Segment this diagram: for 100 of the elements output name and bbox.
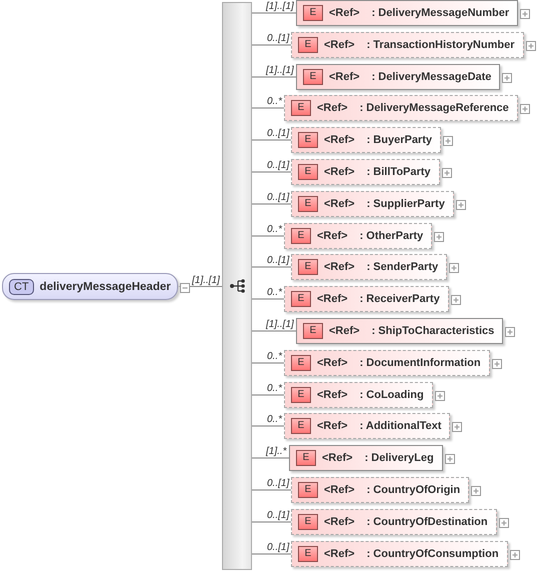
complex-type-box xyxy=(2,273,178,300)
element-name: : CoLoading xyxy=(360,389,424,401)
connector-line xyxy=(252,76,296,78)
element-box xyxy=(284,286,449,312)
element-badge: E xyxy=(291,100,311,116)
ref-label: <Ref> xyxy=(317,389,348,401)
element-badge: E xyxy=(291,418,311,434)
ref-label: <Ref> xyxy=(317,230,348,242)
type-badge: CT xyxy=(9,278,34,294)
ref-label: <Ref> xyxy=(324,134,355,146)
element-badge: E xyxy=(298,37,318,53)
ref-label: <Ref> xyxy=(324,198,355,210)
element-box xyxy=(284,382,433,408)
cardinality-label: 0..[1] xyxy=(266,33,290,44)
element-badge: E xyxy=(291,387,311,403)
element-name: : DocumentInformation xyxy=(360,357,481,369)
element-name: : SupplierParty xyxy=(366,198,445,210)
cardinality-label: 0..* xyxy=(266,414,284,425)
element-name: : DeliveryLeg xyxy=(364,452,434,464)
connector-line xyxy=(177,286,222,287)
element-badge: E xyxy=(303,323,323,339)
ref-label: <Ref> xyxy=(322,452,353,464)
element-box xyxy=(291,541,508,567)
element-badge: E xyxy=(298,546,318,562)
element-badge: E xyxy=(291,291,311,307)
element-box xyxy=(296,318,504,344)
cardinality-label: 0..* xyxy=(266,383,284,394)
cardinality-label: 0..* xyxy=(266,287,284,298)
element-badge: E xyxy=(291,355,311,371)
cardinality-label: [1]..[1] xyxy=(265,319,295,330)
element-badge: E xyxy=(298,196,318,212)
element-name: : DeliveryMessageDate xyxy=(372,71,492,83)
ref-label: <Ref> xyxy=(329,325,360,337)
element-box xyxy=(296,64,500,90)
element-box xyxy=(291,254,448,280)
element-badge: E xyxy=(303,69,323,85)
cardinality-label: 0..* xyxy=(266,351,284,362)
connector-line xyxy=(252,330,296,332)
element-badge: E xyxy=(296,450,316,466)
element-name: : CountryOfConsumption xyxy=(366,548,499,560)
element-name: : ShipToCharacteristics xyxy=(372,325,494,337)
ref-label: <Ref> xyxy=(324,516,355,528)
element-badge: E xyxy=(298,132,318,148)
element-box xyxy=(284,95,518,121)
cardinality-label: 0..[1] xyxy=(266,542,290,553)
cardinality-label: 0..[1] xyxy=(266,255,290,266)
element-box xyxy=(289,445,443,471)
element-name: : TransactionHistoryNumber xyxy=(366,39,514,51)
sequence-bar xyxy=(222,2,252,570)
element-box xyxy=(291,191,454,217)
element-box xyxy=(284,413,450,439)
connector-line xyxy=(252,394,284,396)
cardinality-label: 0..[1] xyxy=(266,192,290,203)
ref-label: <Ref> xyxy=(329,71,360,83)
element-box xyxy=(291,509,497,535)
element-badge: E xyxy=(298,259,318,275)
connector-line xyxy=(252,12,296,14)
element-badge: E xyxy=(298,164,318,180)
element-box xyxy=(284,223,432,249)
element-box xyxy=(284,350,490,376)
element-box xyxy=(291,127,441,153)
ref-label: <Ref> xyxy=(317,357,348,369)
element-name: : BuyerParty xyxy=(366,134,432,146)
cardinality-label: [1]..[1] xyxy=(191,274,221,286)
element-box xyxy=(291,159,440,185)
cardinality-label: [1]..[1] xyxy=(265,65,295,76)
cardinality-label: 0..* xyxy=(266,224,284,235)
element-name: : SenderParty xyxy=(366,261,438,273)
element-badge: E xyxy=(298,514,318,530)
type-name: deliveryMessageHeader xyxy=(40,280,171,292)
element-badge: E xyxy=(291,228,311,244)
connector-line xyxy=(252,298,284,300)
element-name: : AdditionalText xyxy=(360,420,442,432)
element-name: : DeliveryMessageNumber xyxy=(372,7,510,19)
element-name: : DeliveryMessageReference xyxy=(360,102,509,114)
element-name: : ReceiverParty xyxy=(360,293,440,305)
cardinality-label: 0..* xyxy=(266,96,284,107)
element-badge: E xyxy=(303,5,323,21)
element-name: : CountryOfDestination xyxy=(366,516,488,528)
cardinality-label: 0..[1] xyxy=(266,160,290,171)
ref-label: <Ref> xyxy=(324,484,355,496)
cardinality-label: [1]..[1] xyxy=(265,1,295,12)
ref-label: <Ref> xyxy=(329,7,360,19)
connector-line xyxy=(252,362,284,364)
connector-line xyxy=(252,44,292,46)
ref-label: <Ref> xyxy=(317,293,348,305)
element-badge: E xyxy=(298,482,318,498)
ref-label: <Ref> xyxy=(324,261,355,273)
cardinality-label: 0..[1] xyxy=(266,510,290,521)
ref-label: <Ref> xyxy=(317,420,348,432)
connector-line xyxy=(252,266,292,268)
element-name: : OtherParty xyxy=(360,230,424,242)
element-name: : CountryOfOrigin xyxy=(366,484,460,496)
ref-label: <Ref> xyxy=(324,166,355,178)
element-box xyxy=(291,477,470,503)
cardinality-label: [1]..* xyxy=(265,446,288,457)
ref-label: <Ref> xyxy=(324,39,355,51)
element-name: : BillToParty xyxy=(366,166,431,178)
cardinality-label: 0..[1] xyxy=(266,128,290,139)
ref-label: <Ref> xyxy=(317,102,348,114)
